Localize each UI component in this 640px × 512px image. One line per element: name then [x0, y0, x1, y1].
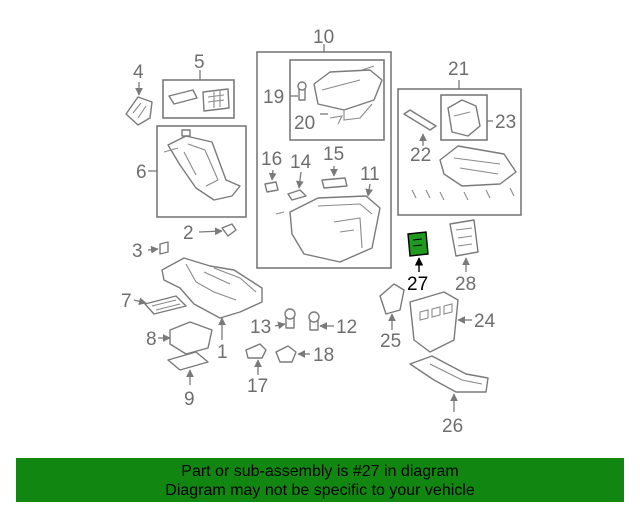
part-21-icon [411, 80, 517, 201]
part-11-icon [275, 183, 381, 263]
part-19-icon [290, 81, 307, 101]
callout-10: 10 [313, 27, 334, 48]
part-1-icon [161, 257, 263, 340]
part-14-icon [287, 171, 307, 201]
part-12-icon [308, 311, 334, 331]
banner-line-disclaimer: Diagram may not be specific to your vehi… [165, 482, 475, 499]
part-27-icon [407, 231, 429, 272]
callout-26: 26 [442, 416, 463, 437]
callout-2: 2 [183, 223, 194, 244]
group-box-5 [162, 79, 235, 119]
info-banner: Part or sub-assembly is #27 in diagram D… [16, 458, 624, 502]
callout-5: 5 [194, 52, 205, 73]
callout-11: 11 [360, 164, 380, 185]
callout-15: 15 [323, 144, 344, 165]
part-17-icon [245, 343, 267, 375]
part-3-icon [147, 241, 169, 255]
callout-17: 17 [247, 376, 268, 397]
callout-24: 24 [474, 311, 496, 332]
part-4-icon [125, 82, 153, 126]
callout-16: 16 [261, 149, 282, 170]
callout-13: 13 [250, 317, 271, 338]
part-2-icon [198, 223, 237, 237]
part-25-icon [379, 283, 405, 330]
part-20-icon [313, 65, 383, 125]
callout-12: 12 [336, 317, 357, 338]
callout-27: 27 [407, 274, 428, 295]
part-7-icon [133, 295, 187, 315]
part-16-icon [264, 169, 279, 193]
callout-1: 1 [217, 342, 228, 363]
callout-3: 3 [132, 241, 143, 262]
part-5-icon [168, 70, 230, 112]
part-24-icon [409, 291, 472, 353]
callout-6: 6 [136, 162, 147, 183]
callout-7: 7 [121, 291, 132, 312]
callout-14: 14 [290, 152, 312, 173]
part-28-icon [449, 219, 479, 272]
callout-22: 22 [410, 145, 431, 166]
callout-8: 8 [146, 329, 157, 350]
callout-19: 19 [263, 87, 284, 108]
part-27-highlight [407, 231, 429, 257]
part-22-icon [403, 109, 437, 146]
banner-line-part: Part or sub-assembly is #27 in diagram [181, 463, 459, 480]
callout-21: 21 [448, 59, 469, 80]
callout-4: 4 [133, 62, 144, 83]
part-13-icon [274, 308, 296, 330]
part-18-icon [275, 345, 310, 363]
callout-25: 25 [380, 331, 401, 352]
part-23-icon [447, 99, 493, 137]
part-15-icon [321, 166, 348, 189]
part-8-icon [158, 321, 213, 355]
group-box-23 [440, 94, 488, 141]
parts-diagram: 1 2 3 4 5 6 7 8 9 10 11 12 13 14 15 16 1… [121, 27, 522, 437]
part-26-icon [409, 355, 489, 412]
callout-20: 20 [294, 113, 315, 134]
callout-18: 18 [313, 345, 334, 366]
callout-28: 28 [455, 274, 476, 295]
part-9-icon [167, 351, 209, 385]
callout-9: 9 [184, 389, 195, 410]
part-6-icon [148, 129, 241, 201]
group-box-19-20 [289, 59, 385, 141]
callout-23: 23 [495, 112, 516, 133]
